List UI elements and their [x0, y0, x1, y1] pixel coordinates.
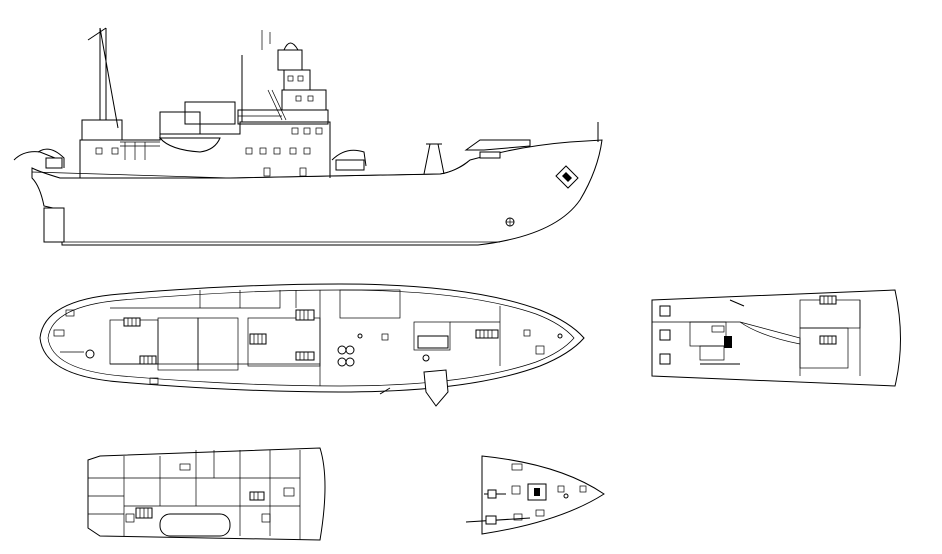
stern-crane-boom: [13, 151, 61, 161]
mast-yard: [87, 27, 107, 41]
main-deck-outline: [39, 283, 585, 393]
lifeboat: [158, 137, 221, 153]
mid-deckhouse: [184, 101, 236, 125]
crane-base: [479, 151, 501, 159]
main-deck-plan-view: [39, 283, 585, 407]
lower-deck-rooms: [88, 450, 301, 540]
lifeboat-deck-house: [159, 111, 201, 135]
hull-outline: [31, 139, 603, 246]
forecastle-plan-view: [465, 455, 605, 535]
main-deck-stairs: [123, 309, 499, 365]
main-deck-inner-outline: [47, 289, 575, 387]
radar-dome: [283, 42, 299, 51]
bridge-tier-2: [281, 89, 327, 111]
lower-deck-outline: [87, 447, 326, 541]
lower-deck-plan-view: [87, 447, 326, 541]
forecastle-outline: [481, 455, 605, 535]
railings: [120, 115, 282, 160]
deck-sheer-line: [31, 159, 471, 179]
foredeck-a-frame: [423, 143, 445, 175]
bridge-deck-outline: [651, 289, 901, 387]
stern-winch: [45, 157, 63, 169]
deployer-arm: [379, 387, 391, 395]
external-ladder: [267, 89, 287, 121]
bridge-deck-plan-view: [651, 289, 901, 387]
side-elevation-view: [13, 27, 603, 246]
bridge-deck-rooms: [659, 295, 861, 376]
forward-crane: [464, 139, 531, 151]
stern-rudder-block: [43, 207, 65, 243]
stern-davit: [37, 148, 65, 168]
midship-davit: [331, 149, 367, 167]
ctd-deployer: [423, 369, 449, 407]
main-deck-fittings: [53, 309, 563, 385]
forecastle-fittings: [465, 463, 587, 525]
window-row: [95, 75, 323, 177]
wheelhouse-top: [277, 49, 303, 71]
bridge-deck-curve: [739, 321, 801, 345]
anchor: [562, 172, 572, 182]
aft-deckhouse: [81, 119, 123, 141]
a-frame-leg: [99, 27, 119, 129]
midship-boat: [335, 159, 365, 171]
